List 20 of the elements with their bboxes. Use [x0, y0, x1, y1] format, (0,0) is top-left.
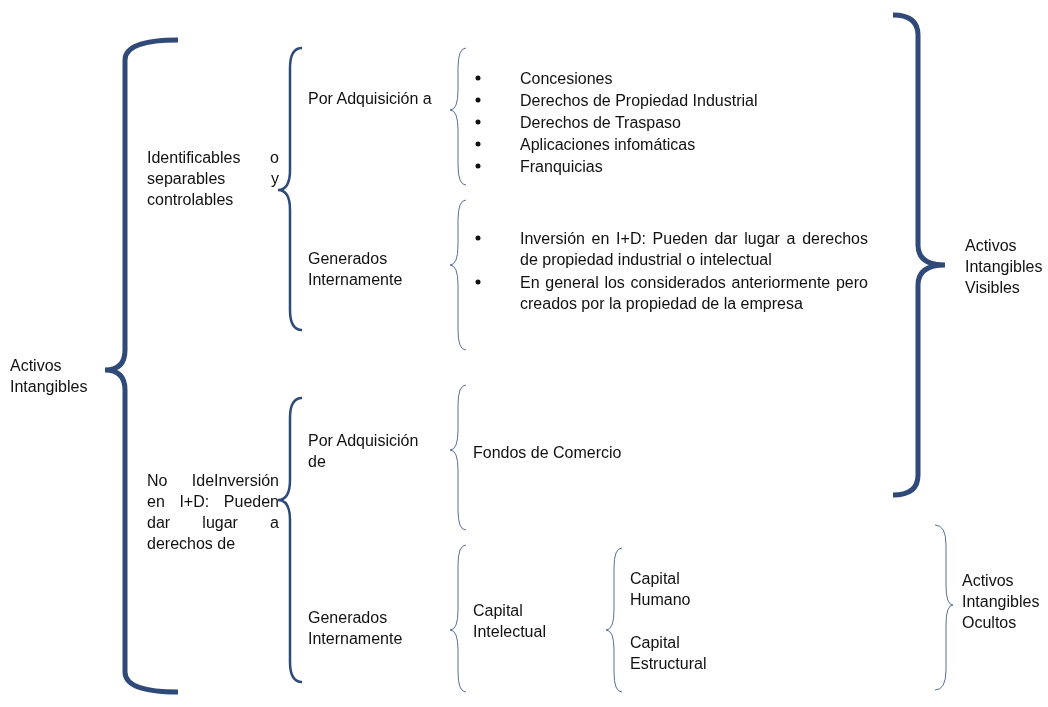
- category-label: No IdeInversión en I+D: Pueden dar lugar a derechos de: [147, 471, 279, 554]
- category-label: Activos Intangibles Ocultos: [962, 571, 1041, 633]
- category-label: Capital Estructural: [630, 633, 708, 674]
- category-label: Generados Internamente: [308, 608, 404, 649]
- category-label: Activos Intangibles: [10, 356, 89, 397]
- category-label: Generados Internamente: [308, 249, 404, 290]
- list-item: Inversión en I+D: Pueden dar lugar a derechos de propiedad industrial o intelectual: [520, 229, 868, 270]
- list-item: Concesiones: [520, 69, 614, 89]
- list-item: Aplicaciones infomáticas: [520, 135, 697, 155]
- list-item: En general los considerados anteriormente pero creados por la propiedad de la empresa: [520, 273, 868, 314]
- category-label: Por Adquisición de: [308, 431, 420, 472]
- list-item: Derechos de Traspaso: [520, 113, 682, 133]
- category-label: Activos Intangibles Visibles: [965, 236, 1044, 298]
- list-item: Franquicias: [520, 157, 604, 177]
- category-label: Capital Humano: [630, 569, 692, 610]
- category-label: Por Adquisición a: [308, 89, 433, 109]
- category-label: Identificables o separables y controlables: [147, 148, 279, 210]
- list-item: Derechos de Propiedad Industrial: [520, 91, 759, 111]
- category-label: Fondos de Comercio: [473, 443, 623, 463]
- category-label: Capital Intelectual: [473, 601, 547, 642]
